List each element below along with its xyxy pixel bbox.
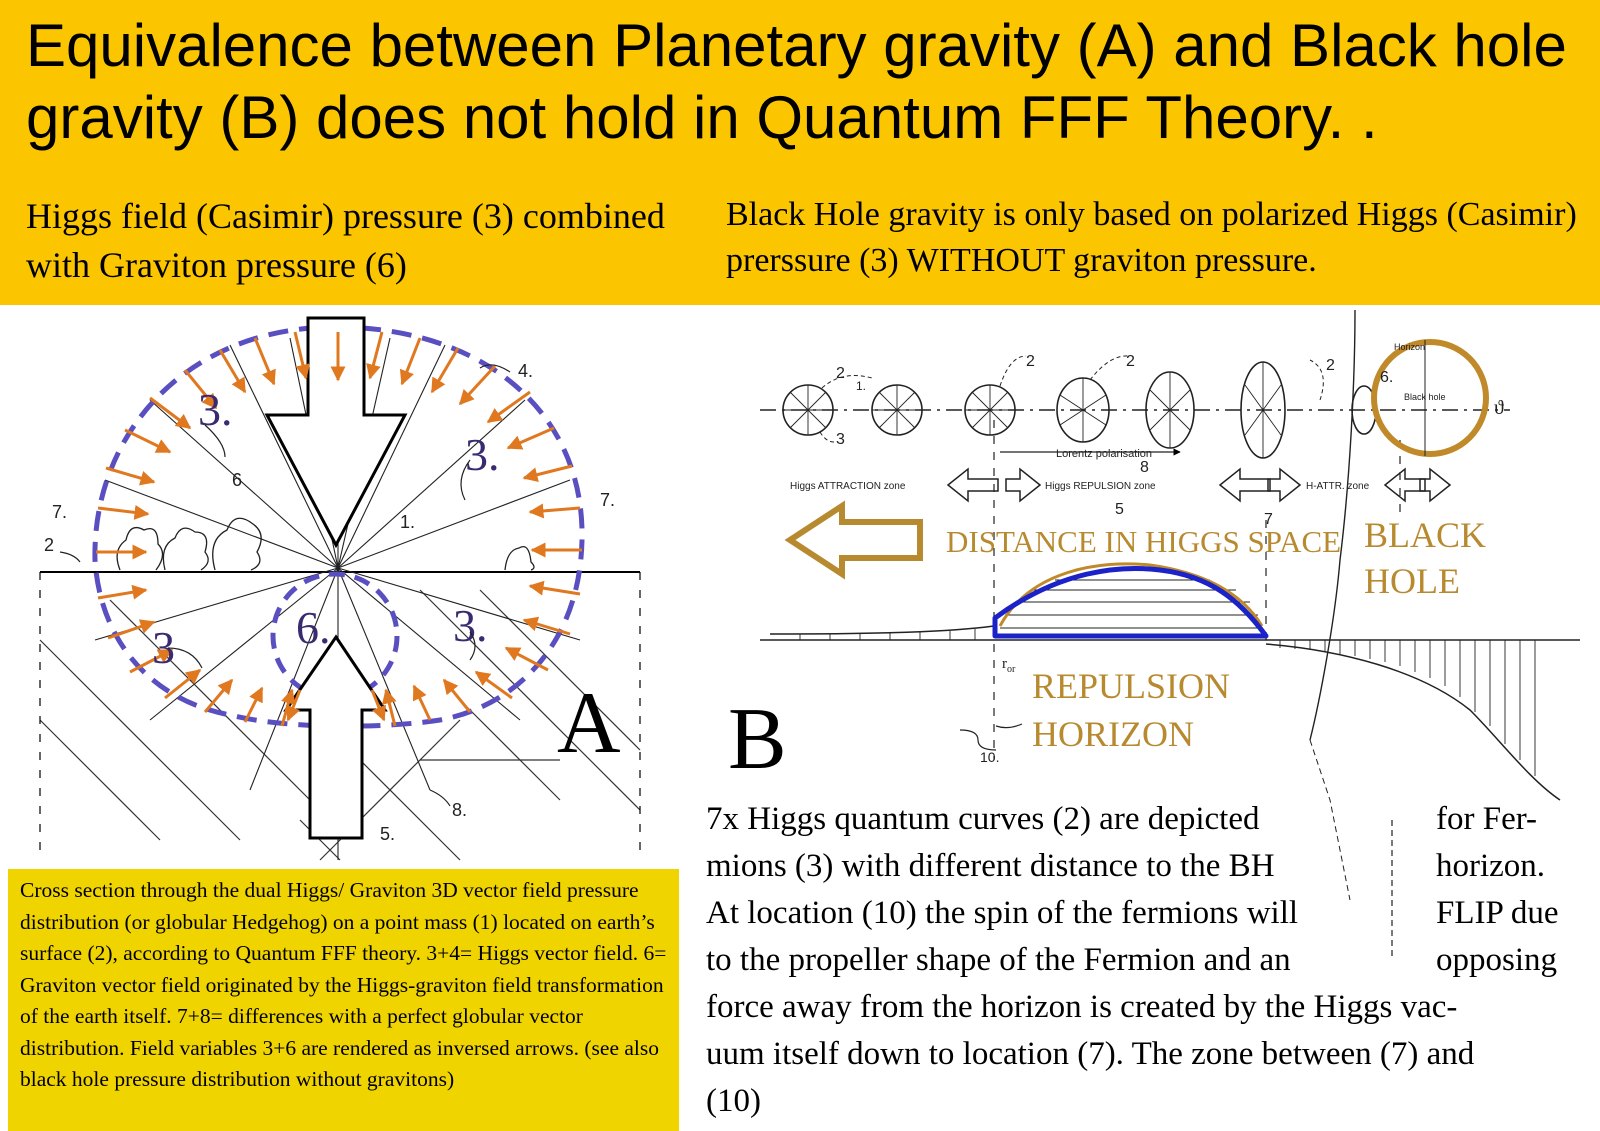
- repulsion-label: REPULSION: [1032, 666, 1230, 706]
- text-b-side-line: for Fer-: [1436, 801, 1538, 837]
- fermion-spin-wheels: [782, 361, 1377, 459]
- header-banner: Equivalence between Planetary gravity (A…: [0, 0, 1600, 305]
- text-b-side-line: horizon.: [1436, 848, 1546, 884]
- svg-text:H-ATTR. zone: H-ATTR. zone: [1306, 481, 1370, 492]
- caption-a-box: Cross section through the dual Higgs/ Gr…: [8, 869, 679, 1131]
- black-hole-label-1: BLACK: [1364, 515, 1486, 555]
- text-b-block: 7x Higgs quantum curves (2) are depicted…: [706, 796, 1600, 1131]
- label-3-top-right: 3.: [465, 429, 500, 480]
- higgs-pressure-down-arrow: [264, 316, 408, 549]
- svg-text:8.: 8.: [452, 800, 467, 820]
- label-3-bottom-left: 3: [152, 622, 175, 673]
- subtitle-black-hole: Black Hole gravity is only based on pola…: [726, 196, 1577, 279]
- svg-text:ror: ror: [1002, 656, 1016, 675]
- svg-text:8: 8: [1140, 459, 1149, 476]
- panel-label-b: B: [728, 691, 787, 788]
- text-b-line: mions (3) with different distance to the…: [706, 848, 1275, 884]
- text-b-line: (10): [706, 1083, 761, 1119]
- svg-text:1.: 1.: [856, 379, 866, 393]
- svg-text:2: 2: [836, 365, 845, 382]
- horizon-label: HORIZON: [1032, 714, 1194, 754]
- diagram-b: Horizon Black hole ϑ 2 2 2 2 1. 3 6. 8 5…: [728, 309, 1580, 960]
- svg-text:1.: 1.: [400, 512, 415, 532]
- svg-text:4.: 4.: [518, 361, 533, 381]
- panel-label-a: A: [557, 675, 621, 772]
- svg-text:5.: 5.: [380, 824, 395, 844]
- svg-text:2: 2: [1026, 353, 1035, 370]
- distance-label: DISTANCE IN HIGGS SPACE: [946, 524, 1341, 559]
- svg-text:7.: 7.: [600, 490, 615, 510]
- svg-text:7.: 7.: [52, 502, 67, 522]
- svg-text:7: 7: [1264, 511, 1273, 528]
- page-title: Equivalence between Planetary gravity (A…: [26, 12, 1567, 151]
- text-b-line: 7x Higgs quantum curves (2) are depicted: [706, 801, 1260, 837]
- distance-direction-arrow: [784, 500, 923, 580]
- label-3-top-left: 3.: [198, 384, 233, 435]
- svg-text:Black hole: Black hole: [1404, 392, 1446, 402]
- diagram-a: 3. 3. 3 3. 6. 1. 2 4. 5. 6 7. 7. 8. A: [39, 316, 641, 861]
- black-hole-circle: [1371, 339, 1489, 457]
- text-b-line: At location (10) the spin of the fermion…: [706, 895, 1299, 931]
- text-b-line: force away from the horizon is created b…: [706, 989, 1458, 1025]
- repulsion-curve: [992, 565, 1269, 639]
- graviton-zone-circle: [270, 571, 400, 701]
- subtitle-planetary: Higgs field (Casimir) pressure (3) combi…: [26, 196, 665, 285]
- svg-text:Higgs REPULSION zone: Higgs REPULSION zone: [1045, 481, 1156, 492]
- svg-text:Lorentz polarisation: Lorentz polarisation: [1056, 448, 1152, 460]
- svg-text:ϑ: ϑ: [1494, 397, 1504, 419]
- label-6: 6.: [296, 602, 331, 653]
- svg-text:5: 5: [1115, 501, 1124, 518]
- caption-a-text: Cross section through the dual Higgs/ Gr…: [20, 878, 667, 1091]
- text-b-line: to the propeller shape of the Fermion an…: [706, 942, 1291, 978]
- svg-text:6.: 6.: [1380, 369, 1393, 386]
- text-b-line: uum itself down to location (7). The zon…: [706, 1036, 1475, 1072]
- svg-text:6: 6: [232, 470, 242, 490]
- svg-text:2: 2: [44, 535, 54, 555]
- svg-text:3: 3: [836, 431, 845, 448]
- svg-text:2: 2: [1326, 357, 1335, 374]
- graviton-vector-arrows: [286, 689, 386, 722]
- label-3-bottom-right: 3.: [453, 600, 488, 651]
- graviton-pressure-up-arrow: [283, 634, 388, 840]
- text-b-main: 7x Higgs quantum curves (2) are depicted…: [706, 796, 1474, 1125]
- svg-text:2: 2: [1126, 353, 1135, 370]
- trees-icon: [116, 517, 535, 571]
- black-hole-label-2: HOLE: [1364, 561, 1460, 601]
- svg-text:Higgs ATTRACTION zone: Higgs ATTRACTION zone: [790, 481, 906, 492]
- text-b-side: for Fer- horizon. FLIP due opposing: [1436, 796, 1559, 984]
- svg-text:10.: 10.: [980, 749, 999, 765]
- svg-text:Horizon: Horizon: [1394, 342, 1425, 352]
- gravity-diagram: 3. 3. 3 3. 6. 1. 2 4. 5. 6 7. 7. 8. A: [39, 309, 1580, 960]
- text-b-side-line: opposing: [1436, 942, 1558, 978]
- text-b-side-line: FLIP due: [1436, 895, 1559, 931]
- higgs-vector-arrows: [96, 331, 582, 727]
